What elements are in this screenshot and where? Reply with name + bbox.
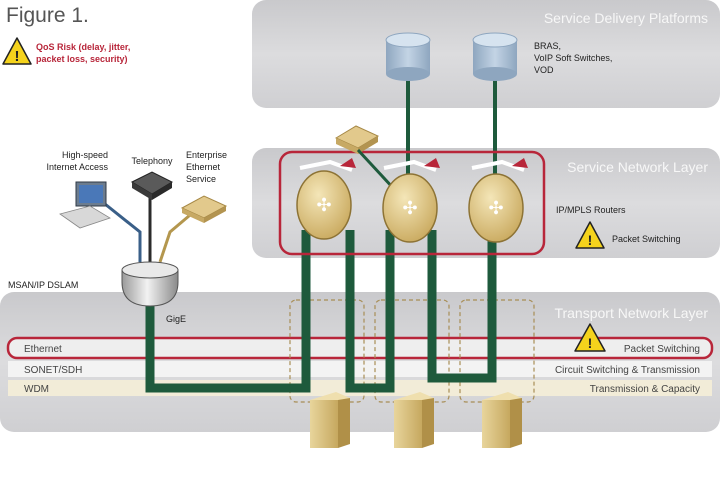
qos-warning-line2: packet loss, security) (36, 54, 128, 64)
svg-text:✣: ✣ (402, 198, 417, 218)
service-network-highlight (278, 150, 546, 256)
svg-text:✣: ✣ (316, 195, 331, 215)
internet-label-line2: Internet Access (46, 162, 108, 172)
router-1-icon: ✣ (296, 158, 356, 240)
sonet-row (8, 361, 712, 377)
telephone-icon (130, 171, 174, 200)
fiber-cables (145, 230, 497, 393)
router-2-icon: ✣ (382, 158, 440, 243)
computer-icon (59, 181, 111, 229)
database-2-icon (472, 32, 518, 81)
row-sonet-name: SONET/SDH (24, 365, 82, 376)
transport-node-3-icon (482, 392, 522, 448)
access-links (99, 196, 197, 263)
svg-text:!: ! (588, 232, 593, 248)
qos-warning-icon: ! (2, 37, 32, 65)
service-warning-icon: ! (575, 221, 605, 249)
qos-warning-line1: QoS Risk (delay, jitter, (36, 42, 130, 52)
service-packet-switching-label: Packet Switching (612, 234, 681, 244)
transport-node-1-icon (310, 392, 350, 448)
edge-device-icon (334, 125, 380, 154)
transport-network-title: Transport Network Layer (554, 305, 708, 321)
msan-dslam-icon (121, 261, 179, 307)
platform-label-line2: VoIP Soft Switches, (534, 53, 612, 63)
ethernet-row (6, 336, 714, 360)
row-ethernet-name: Ethernet (24, 344, 62, 355)
row-wdm-name: WDM (24, 384, 49, 395)
figure-title: Figure 1. (6, 4, 89, 27)
row-sonet-function: Circuit Switching & Transmission (555, 365, 700, 376)
row-ethernet-function: Packet Switching (624, 344, 700, 355)
transport-warning-icon: ! (574, 323, 606, 352)
internet-label-line1: High-speed (62, 150, 108, 160)
enterprise-label-line3: Service (186, 174, 216, 184)
enterprise-label-line1: Enterprise (186, 150, 227, 160)
enterprise-device-icon (180, 195, 228, 223)
enterprise-label-line2: Ethernet (186, 162, 221, 172)
transport-node-2-icon (394, 392, 434, 448)
svg-text:✣: ✣ (488, 198, 503, 218)
database-1-icon (385, 32, 431, 81)
router-3-icon: ✣ (468, 158, 528, 243)
platform-label-line1: BRAS, (534, 41, 561, 51)
platform-label-line3: VOD (534, 65, 554, 75)
svg-text:!: ! (15, 48, 20, 65)
device-link (356, 148, 397, 192)
service-delivery-title: Service Delivery Platforms (544, 10, 708, 26)
telephony-label: Telephony (131, 156, 173, 166)
gige-label: GigE (166, 314, 186, 324)
routers-label: IP/MPLS Routers (556, 205, 626, 215)
msan-label: MSAN/IP DSLAM (8, 280, 78, 290)
row-wdm-function: Transmission & Capacity (590, 384, 700, 395)
access-labels: High-speed Internet Access Telephony Ent… (46, 150, 227, 184)
service-network-title: Service Network Layer (567, 159, 708, 175)
transport-node-outlines (289, 299, 535, 403)
svg-text:!: ! (588, 335, 593, 351)
platform-label: BRAS, VoIP Soft Switches, VOD (534, 41, 612, 75)
